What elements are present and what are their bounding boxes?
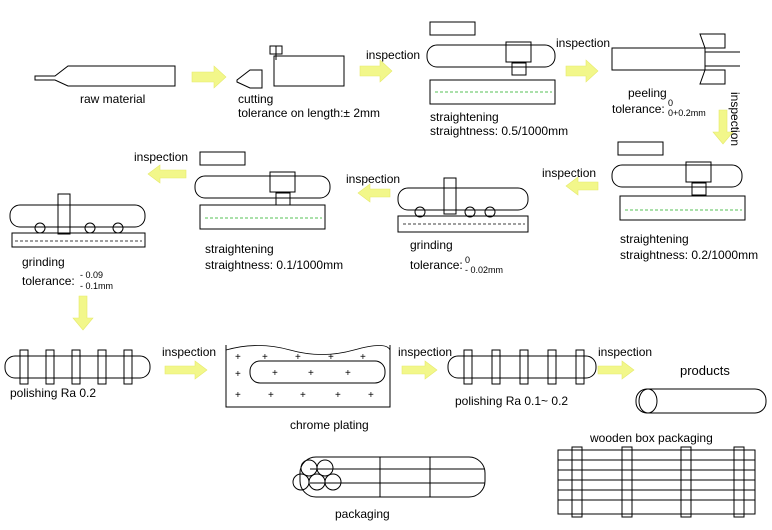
- inspection-box-2: [617, 141, 664, 156]
- plating-tank: [225, 345, 391, 408]
- label-peeling-tolerance: tolerance:: [612, 102, 665, 116]
- label-straightening-3: straightening: [205, 242, 274, 256]
- label-grinding-tol-lower-2: - 0.1mm: [80, 281, 114, 291]
- svg-text:+: +: [262, 352, 268, 363]
- label-inspection-4: inspection: [542, 166, 597, 180]
- arrow-left-2: [357, 183, 391, 203]
- svg-text:+: +: [235, 352, 241, 363]
- label-grinding-tol-lower-1: - 0.02mm: [465, 265, 504, 275]
- grinding-bar-2: [9, 204, 146, 228]
- middle-straightening-bar: [194, 175, 331, 199]
- cutting-bar: [273, 55, 345, 87]
- svg-text:+: +: [300, 390, 306, 401]
- arrow-down-2: [72, 295, 94, 331]
- arrow-right-4: [164, 360, 208, 380]
- svg-text:+: +: [328, 352, 334, 363]
- label-polishing-2: polishing Ra 0.1~ 0.2: [455, 394, 569, 408]
- grinding-bar-1: [397, 187, 529, 211]
- svg-text:+: +: [345, 368, 351, 379]
- label-grinding-tolerance-2: tolerance:: [22, 274, 75, 288]
- plating-marks: +++++ ++++ +++++: [235, 352, 374, 401]
- arrow-down-1: [712, 109, 734, 145]
- svg-text:+: +: [272, 368, 278, 379]
- label-cutting-tolerance: tolerance on length:± 2mm: [238, 106, 380, 120]
- packaged-bundle: [299, 456, 486, 498]
- label-cutting: cutting: [238, 92, 274, 106]
- label-straightening-1: straightening: [430, 110, 499, 124]
- label-inspection-3: inspection: [728, 92, 742, 147]
- inspection-box-1: [429, 21, 476, 36]
- raw-material-bar: [34, 65, 176, 87]
- peeling-bar: [611, 47, 706, 71]
- label-products: products: [680, 363, 730, 378]
- label-raw-material: raw material: [80, 92, 146, 106]
- right-straightening-bar: [611, 164, 743, 188]
- label-peeling: peeling: [628, 86, 667, 100]
- label-wooden-box: wooden box packaging: [590, 431, 713, 445]
- svg-text:+: +: [268, 390, 274, 401]
- label-inspection-6: inspection: [134, 150, 189, 164]
- label-inspection-5: inspection: [346, 172, 401, 186]
- polishing-bar-1: [4, 355, 151, 379]
- plating-bar: [249, 360, 386, 384]
- arrow-right-1: [191, 65, 227, 89]
- arrow-left-3: [147, 164, 187, 184]
- label-peeling-tol-upper: 0: [668, 98, 674, 108]
- straightening-bed-2: [619, 195, 746, 221]
- svg-text:+: +: [235, 390, 241, 401]
- label-grinding-tolerance-1: tolerance:: [410, 258, 463, 272]
- label-straightness-1: straightness: 0.5/1000mm: [430, 124, 569, 138]
- svg-text:+: +: [335, 390, 341, 401]
- label-inspection-1: inspection: [366, 48, 421, 62]
- svg-text:+: +: [308, 368, 314, 379]
- label-grinding-2: grinding: [22, 255, 65, 269]
- arrow-left-1: [565, 176, 599, 196]
- straightening-bed-3: [199, 204, 326, 230]
- arrow-right-5: [401, 360, 438, 380]
- label-inspection-9: inspection: [598, 345, 653, 359]
- svg-text:+: +: [368, 390, 374, 401]
- arrow-right-2: [359, 59, 393, 83]
- product-bar: [635, 388, 767, 414]
- label-grinding-1: grinding: [410, 238, 453, 252]
- cutting-tool: [236, 69, 263, 89]
- peeling-tool: [699, 33, 726, 85]
- inspection-box-3: [199, 151, 246, 166]
- label-straightness-2: straightness: 0.2/1000mm: [620, 248, 759, 262]
- label-grinding-tol-upper-2: - 0.09: [80, 270, 104, 280]
- svg-text:+: +: [360, 352, 366, 363]
- label-straightening-2: straightening: [620, 232, 689, 246]
- polishing-bar-2: [447, 355, 597, 379]
- arrow-right-6: [597, 360, 635, 380]
- label-inspection-7: inspection: [162, 345, 217, 359]
- label-inspection-8: inspection: [398, 345, 453, 359]
- grinding-bed-2: [11, 232, 146, 248]
- grinding-bed-1: [397, 215, 529, 233]
- straightening-bed-1: [429, 79, 556, 105]
- top-straightening-bar: [426, 44, 556, 68]
- flow-arrows: [72, 59, 734, 380]
- wooden-box: [557, 449, 756, 515]
- arrow-right-3: [565, 59, 599, 83]
- label-straightness-3: straightness: 0.1/1000mm: [205, 258, 344, 272]
- svg-text:+: +: [295, 352, 301, 363]
- label-grinding-tol-upper-1: 0: [465, 255, 471, 265]
- label-peeling-tol-lower: 0+0.2mm: [668, 108, 706, 118]
- label-inspection-2: inspection: [556, 36, 611, 50]
- label-polishing-1: polishing Ra 0.2: [10, 386, 97, 400]
- svg-text:+: +: [235, 369, 241, 380]
- label-packaging: packaging: [335, 507, 390, 521]
- label-chrome-plating: chrome plating: [290, 418, 369, 432]
- dashed-guides: [205, 91, 742, 219]
